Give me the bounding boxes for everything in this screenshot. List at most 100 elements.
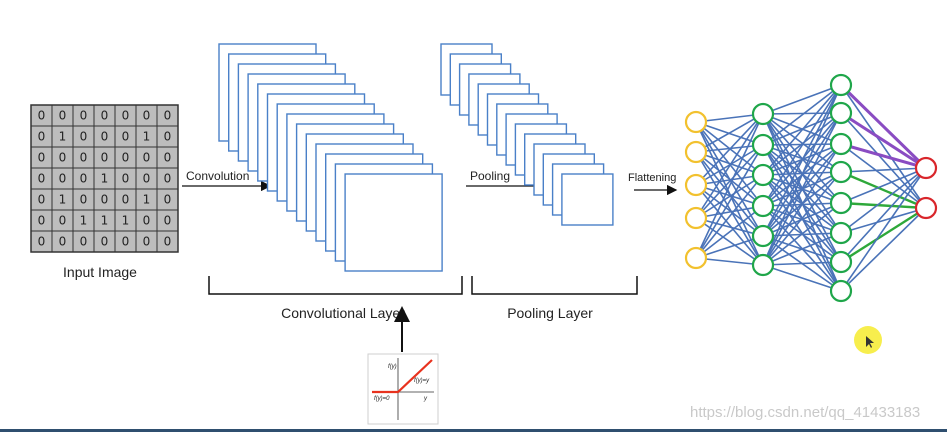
grid-cell-value: 0 xyxy=(122,193,130,207)
grid-cell-value: 0 xyxy=(122,151,130,165)
grid-cell-value: 1 xyxy=(122,214,130,228)
hidden-neuron xyxy=(829,221,853,245)
network-edge xyxy=(840,111,927,170)
relu-fy-eq-0-label: f(y)=0 xyxy=(374,396,390,402)
grid-cell-value: 0 xyxy=(80,172,88,186)
output-neuron xyxy=(914,156,938,180)
network-edge xyxy=(840,142,927,170)
network-edge xyxy=(840,167,927,263)
grid-cell-value: 0 xyxy=(164,151,172,165)
network-edge xyxy=(840,143,927,209)
network-edge xyxy=(762,112,842,176)
convolutional-layer-label: Convolutional Layer xyxy=(281,305,405,321)
grid-cell-value: 0 xyxy=(164,109,172,123)
network-edge xyxy=(762,84,842,115)
hidden-neuron xyxy=(751,224,775,248)
grid-cell-value: 0 xyxy=(143,151,151,165)
grid-cell-value: 1 xyxy=(101,214,109,228)
grid-cell-value: 1 xyxy=(59,130,67,144)
network-edge xyxy=(695,235,764,259)
grid-cell-value: 0 xyxy=(122,109,130,123)
network-edge xyxy=(695,174,764,186)
grid-cell-value: 1 xyxy=(143,193,151,207)
grid-cell-value: 0 xyxy=(59,109,67,123)
network-edge xyxy=(762,171,842,266)
relu-activation-line xyxy=(372,359,433,394)
network-edge xyxy=(695,151,764,176)
network-edge xyxy=(840,167,927,292)
grid-cell-value: 0 xyxy=(59,172,67,186)
network-edge xyxy=(839,83,928,170)
input-neuron xyxy=(684,173,708,197)
network-edge xyxy=(840,167,927,173)
network-edge xyxy=(840,112,927,209)
input-neuron xyxy=(684,246,708,270)
network-nodes xyxy=(684,73,938,303)
input-image-label: Input Image xyxy=(63,264,137,280)
feature-map xyxy=(344,173,443,272)
grid-cell-value: 0 xyxy=(143,109,151,123)
grid-cell-value: 0 xyxy=(80,235,88,249)
network-edge xyxy=(762,261,842,266)
grid-cell-value: 0 xyxy=(38,235,46,249)
network-edge xyxy=(762,112,842,266)
grid-cell-value: 0 xyxy=(101,151,109,165)
grid-cell-value: 0 xyxy=(164,130,172,144)
grid-cell-value: 0 xyxy=(38,109,46,123)
grid-cell-value: 0 xyxy=(38,193,46,207)
input-neuron xyxy=(684,206,708,230)
grid-cell-value: 0 xyxy=(59,235,67,249)
pooling-layer-label: Pooling Layer xyxy=(507,305,593,321)
grid-cell-value: 0 xyxy=(101,130,109,144)
network-edge xyxy=(762,264,842,292)
grid-cell-value: 0 xyxy=(164,193,172,207)
grid-cell-value: 0 xyxy=(122,130,130,144)
grid-cell-value: 0 xyxy=(101,109,109,123)
network-edge xyxy=(840,170,927,210)
network-edge xyxy=(695,113,764,219)
feature-map xyxy=(561,173,614,226)
mouse-cursor-icon xyxy=(866,336,874,348)
relu-fy-eq-y-label: f(y)=y xyxy=(414,378,430,384)
network-edge xyxy=(840,207,927,292)
watermark-text: https://blog.csdn.net/qq_41433183 xyxy=(690,404,921,421)
network-edge xyxy=(695,113,764,259)
grid-cell-value: 0 xyxy=(38,130,46,144)
output-neuron xyxy=(914,196,938,220)
network-edge xyxy=(695,144,764,259)
input-neuron xyxy=(684,110,708,134)
input-grid-background xyxy=(30,104,179,253)
grid-cell xyxy=(156,230,179,253)
flattening-label: Flattening xyxy=(628,172,676,184)
grid-cell-value: 0 xyxy=(38,172,46,186)
grid-cell-value: 0 xyxy=(164,235,172,249)
hidden-neuron xyxy=(829,191,853,215)
network-edge xyxy=(762,232,842,266)
network-edge xyxy=(695,184,764,237)
hidden-neuron xyxy=(829,132,853,156)
hidden-neuron xyxy=(829,250,853,274)
network-edge xyxy=(840,201,927,210)
relu-fy-label: f(y) xyxy=(388,364,397,370)
grid-cell-value: 1 xyxy=(59,193,67,207)
hidden-neuron xyxy=(829,279,853,303)
pooling-layer-bracket xyxy=(471,276,638,295)
network-edge xyxy=(762,84,842,237)
grid-cell-value: 1 xyxy=(101,172,109,186)
network-edge xyxy=(695,113,764,186)
network-edge xyxy=(695,184,764,266)
network-edge xyxy=(762,84,842,176)
network-edge xyxy=(695,184,764,207)
grid-cell-value: 0 xyxy=(143,214,151,228)
network-edge xyxy=(695,205,764,259)
network-edge xyxy=(840,167,927,204)
hidden-neuron xyxy=(829,101,853,125)
grid-cell-value: 0 xyxy=(164,172,172,186)
hidden-neuron xyxy=(751,163,775,187)
network-edge xyxy=(762,143,842,266)
network-edge xyxy=(840,206,927,264)
network-edge xyxy=(840,167,927,234)
network-edge xyxy=(695,151,764,207)
network-edge xyxy=(695,257,764,266)
